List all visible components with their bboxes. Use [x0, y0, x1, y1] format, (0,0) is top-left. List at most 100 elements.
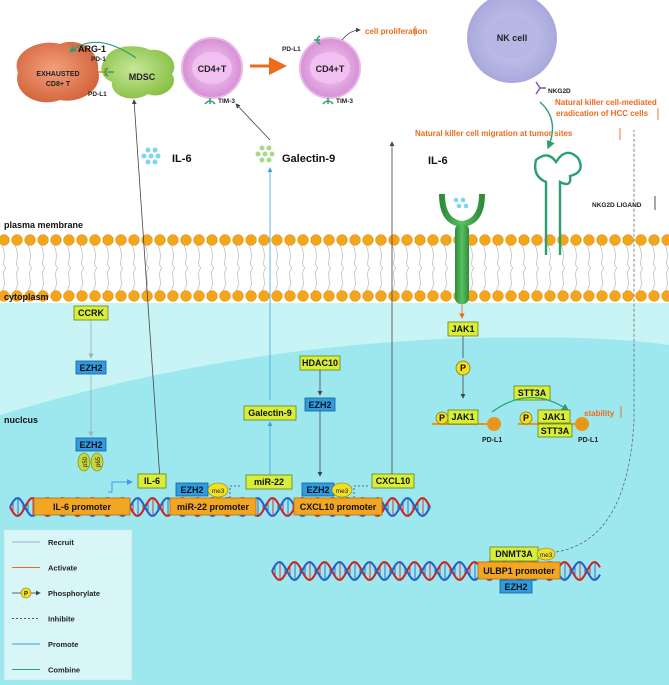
dnmt3a-label: DNMT3A [495, 549, 533, 559]
me3-ulbp-label: me3 [540, 552, 553, 559]
galectin9-dots-icon [255, 145, 275, 163]
pdl1-mid-circle [487, 417, 501, 431]
plasma-membrane-bilayer [0, 234, 669, 302]
ezh2-hdac-label: EZH2 [308, 400, 331, 410]
legend-phosphate-icon [20, 587, 32, 599]
nk-cell-nucleus [487, 15, 537, 59]
stt3a-right-label: STT3A [541, 426, 570, 436]
exhausted-label-1: EXHAUSTED [36, 71, 79, 78]
pd1-receptor-icon [98, 67, 108, 77]
hdac10-label: HDAC10 [302, 358, 338, 368]
pdl1-ligand-icon [104, 67, 114, 77]
ezh2-cxcl-label: EZH2 [306, 485, 329, 495]
il6-promote-arrow [108, 479, 133, 493]
tim3-label-left: TIM-3 [218, 98, 235, 105]
ezh2-il6-label: EZH2 [79, 440, 102, 450]
pdl1-label-mdsc: PD-L1 [88, 91, 107, 98]
stability-label: stability [584, 409, 615, 418]
nk-combine-arrow [539, 101, 555, 150]
mdsc-label: MDSC [129, 72, 156, 82]
exhausted-cd8-t-cell [16, 41, 99, 103]
cxcl10-output-label: CXCL10 [376, 476, 411, 486]
tim3-label-right: TIM-3 [336, 98, 353, 105]
nkg2d-ligand-label: NKG2D LIGAND [592, 202, 642, 209]
nk-eradication-label-1: Natural killer cell-mediated [555, 98, 657, 107]
ezh2-mir-label: EZH2 [180, 485, 203, 495]
mdsc-cell [101, 46, 175, 99]
mir22-output-box [245, 474, 293, 490]
il6-promoter-label: IL-6 promoter [53, 502, 112, 512]
exhausted-label-2: CD8+ T [46, 81, 71, 88]
pdl1-icon-cd4 [314, 35, 321, 45]
ulbp1-inhibit-dashed-line [555, 130, 635, 553]
legend-phosphate-p: P [24, 592, 28, 598]
pdl1-mid-label: PD-L1 [482, 437, 502, 444]
pdl1-right-circle [575, 417, 589, 431]
cytoplasm-label: cytoplasm [4, 292, 49, 302]
nkg2d-label: NKG2D [548, 88, 571, 95]
phosphate-label-mid: P [439, 413, 445, 423]
cxcl10-output-box [371, 473, 415, 489]
galectin9-to-tim3-arrow [235, 103, 271, 141]
plasma-membrane-label: plasma membrane [4, 220, 83, 230]
p50-subunit [77, 452, 91, 472]
galectin9-nuc-box [243, 405, 297, 421]
il6-receptor-dots [453, 197, 469, 209]
ulbp1-promoter-label: ULBP1 promoter [483, 566, 555, 576]
il6-receptor-stem [455, 224, 469, 304]
cxcl10-promoter-box [293, 497, 383, 516]
ezh2-il6-box [75, 437, 107, 452]
p65-subunit [90, 452, 104, 472]
mir22-promoter-box [169, 497, 257, 516]
me3-mir-label: me3 [212, 488, 225, 495]
pd1-label: PD-1 [91, 56, 106, 63]
il6-to-mdsc-arrow [131, 99, 161, 481]
legend-label-combine: Combine [48, 666, 80, 675]
phosphate-label-top: P [460, 363, 466, 373]
galectin9-nuc-label: Galectin-9 [248, 408, 292, 418]
stt3a-right-box [537, 423, 573, 438]
cd4-nucleus-left [192, 52, 232, 84]
phosphate-icon-right [519, 411, 533, 425]
ezh2-cyto-label: EZH2 [79, 363, 102, 373]
nk-migration-label: Natural killer cell migration at tumor s… [415, 129, 573, 138]
phosphate-label-right: P [523, 413, 529, 423]
legend-box [3, 529, 133, 681]
il6-dots-icon [141, 147, 161, 165]
legend-label-recruit: Recruit [48, 538, 74, 547]
cxcl10-promoter-label: CXCL10 promoter [300, 502, 377, 512]
il6-secreted-label: IL-6 [172, 153, 192, 165]
p65-label: p65 [96, 456, 102, 467]
nk-eradication-label-2: eradication of HCC cells [556, 109, 649, 118]
nucleus-label: nuclcus [4, 415, 38, 425]
tim3-icon-left [204, 98, 216, 105]
legend-label-activate: Activate [48, 564, 77, 573]
arg1-arrow [69, 41, 137, 59]
legend-label-inhibite: Inhibite [48, 615, 75, 624]
me3-cxcl-mark [331, 482, 353, 498]
il6-promoter-box [33, 497, 131, 516]
ccrk-label: CCRK [78, 308, 104, 318]
mir22-output-label: miR-22 [254, 477, 284, 487]
tim3-icon-right [322, 98, 334, 105]
il6-receptor-ligand-label: IL-6 [428, 155, 448, 167]
me3-cxcl-label: me3 [336, 488, 349, 495]
mir22-promoter-label: miR-22 promoter [177, 502, 250, 512]
jak1-mid-label: JAK1 [451, 412, 474, 422]
pdl1-right-label: PD-L1 [578, 437, 598, 444]
legend-label-phosphorylate: Phosphorylate [48, 589, 100, 598]
il6-output-box [137, 473, 167, 489]
cell-proliferation-label: cell proliferation [365, 27, 427, 36]
cd4-nucleus-right [310, 52, 350, 84]
nkg2d-receptor-icon [535, 81, 546, 95]
jak1-top-label: JAK1 [451, 324, 474, 334]
ezh2-ulbp-label: EZH2 [504, 582, 527, 592]
me3-mir-mark [207, 482, 229, 498]
galectin9-secreted-label: Galectin-9 [282, 153, 335, 165]
cxcl10-inhibit-line [353, 485, 368, 498]
pdl1-label-cd4: PD-L1 [282, 46, 301, 53]
mir22-inhibit-line [229, 485, 242, 498]
cell-proliferation-arrow [341, 27, 361, 41]
